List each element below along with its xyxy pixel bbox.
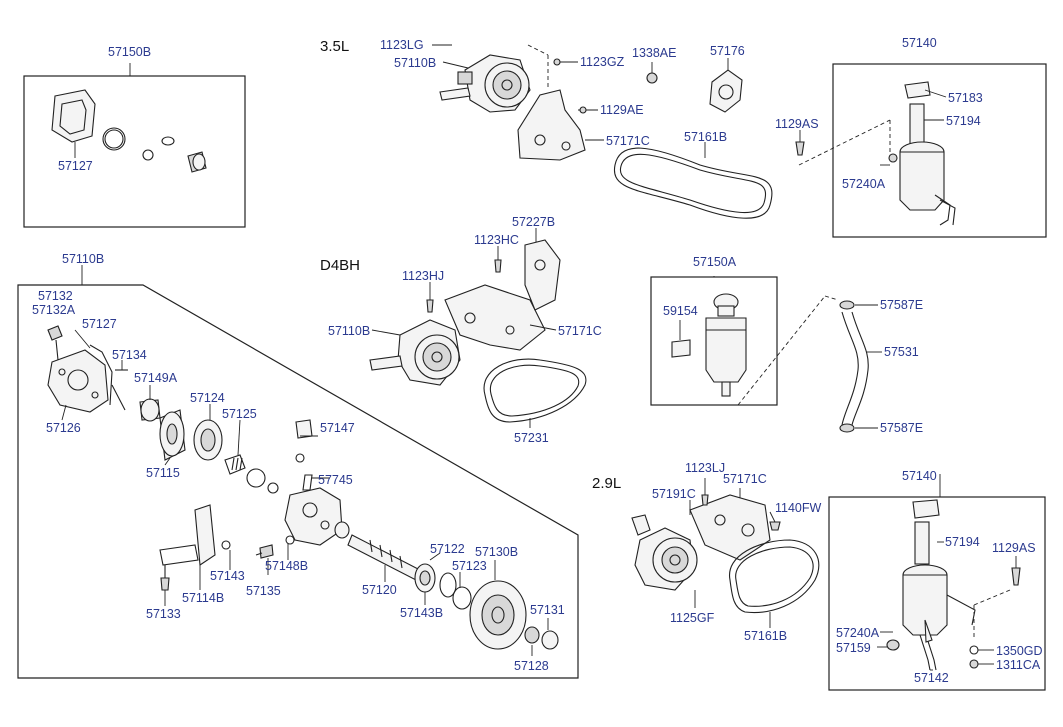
- part-label: 57127: [58, 159, 93, 173]
- part-label: 1123HJ: [402, 269, 444, 283]
- part-label: 57143: [210, 569, 245, 583]
- part-label: 57143B: [400, 606, 443, 620]
- part-label: 57114B: [182, 591, 224, 605]
- part-label: 57191C: [652, 487, 696, 501]
- part-label: 57161B: [684, 130, 727, 144]
- reservoir-2-9l: [886, 499, 976, 671]
- bracket-2-9l: [689, 494, 771, 561]
- part-label: 59154: [663, 304, 698, 318]
- part-label: 57231: [514, 431, 549, 445]
- belt-57161b-lower: [729, 539, 820, 614]
- part-label: 57171C: [558, 324, 602, 338]
- part-label: 57194: [946, 114, 981, 128]
- reservoir-3-5l: [899, 81, 956, 226]
- part-label: 57140: [902, 36, 937, 50]
- part-label: 57127: [82, 317, 117, 331]
- part-label: 57171C: [606, 134, 650, 148]
- part-label: 1125GF: [670, 611, 715, 625]
- engine-label-d4bh: D4BH: [320, 257, 360, 274]
- part-label: 57587E: [880, 298, 923, 312]
- part-label: 57131: [530, 603, 565, 617]
- part-label: 57149A: [134, 371, 178, 385]
- part-label: 57115: [146, 466, 180, 480]
- part-label: 57150A: [693, 255, 737, 269]
- part-label: 1311CA: [996, 658, 1041, 672]
- part-label: 57227B: [512, 215, 555, 229]
- part-label: 57147: [320, 421, 355, 435]
- pump-d4bh: [369, 319, 461, 386]
- part-label: 57132A: [32, 303, 76, 317]
- part-label: 57531: [884, 345, 919, 359]
- belt-57231: [483, 358, 587, 423]
- part-label: 57140: [902, 469, 937, 483]
- part-label: 57161B: [744, 629, 787, 643]
- part-label: 1350GD: [996, 644, 1043, 658]
- engine-label-2-9l: 2.9L: [592, 475, 621, 492]
- part-label: 1129AS: [992, 541, 1036, 555]
- part-label: 57745: [318, 473, 353, 487]
- reservoir-box-2-9l: [828, 496, 1046, 691]
- part-label: 1338AE: [632, 46, 676, 60]
- pump-2-9l: [631, 514, 698, 591]
- part-label: 1123LG: [380, 38, 424, 52]
- part-label: 1129AE: [600, 103, 644, 117]
- part-label: 57159: [836, 641, 871, 655]
- reservoir-box-3-5l: [832, 63, 1047, 238]
- part-label: 57110B: [394, 56, 436, 70]
- part-label: 57124: [190, 391, 225, 405]
- part-label: 57120: [362, 583, 397, 597]
- part-label: 57110B: [328, 324, 370, 338]
- part-label: 1123LJ: [685, 461, 725, 475]
- engine-label-3-5l: 3.5L: [320, 38, 349, 55]
- part-label: 57240A: [842, 177, 886, 191]
- seal-kit-box: [23, 75, 246, 228]
- part-label: 1123HC: [474, 233, 519, 247]
- part-label: 57132: [38, 289, 73, 303]
- part-label: 57133: [146, 607, 181, 621]
- part-label: 57125: [222, 407, 257, 421]
- part-label: 57123: [452, 559, 487, 573]
- part-label: 57122: [430, 542, 465, 556]
- part-label: 57128: [514, 659, 549, 673]
- seal-kit-parts: [51, 89, 207, 173]
- part-label: 1129AS: [775, 117, 819, 131]
- filter-reservoir-d4bh: [671, 293, 747, 397]
- hose-57531: [839, 300, 869, 433]
- part-label: 57176: [710, 44, 745, 58]
- part-label: 57135: [246, 584, 281, 598]
- part-label: 57126: [46, 421, 81, 435]
- bracket-3-5l: [517, 89, 586, 161]
- bracket-d4bh: [444, 239, 561, 351]
- belt-57161b-upper: [613, 147, 773, 219]
- pump-exploded-box: [17, 284, 579, 679]
- part-label: 1123GZ: [580, 55, 625, 69]
- part-label: 57142: [914, 671, 949, 685]
- part-label: 57134: [112, 348, 147, 362]
- part-label: 57110B: [62, 252, 104, 266]
- part-label: 57587E: [880, 421, 923, 435]
- exploded-pump-parts: [47, 265, 559, 650]
- part-label: 57183: [948, 91, 983, 105]
- pump-3-5l: [439, 54, 531, 113]
- part-label: 57240A: [836, 626, 880, 640]
- part-label: 57148B: [265, 559, 308, 573]
- part-label: 57194: [945, 535, 980, 549]
- part-label: 57171C: [723, 472, 767, 486]
- part-label: 57150B: [108, 45, 151, 59]
- part-label: 1140FW: [775, 501, 822, 515]
- pulley-57176: [709, 69, 743, 113]
- part-label: 57130B: [475, 545, 518, 559]
